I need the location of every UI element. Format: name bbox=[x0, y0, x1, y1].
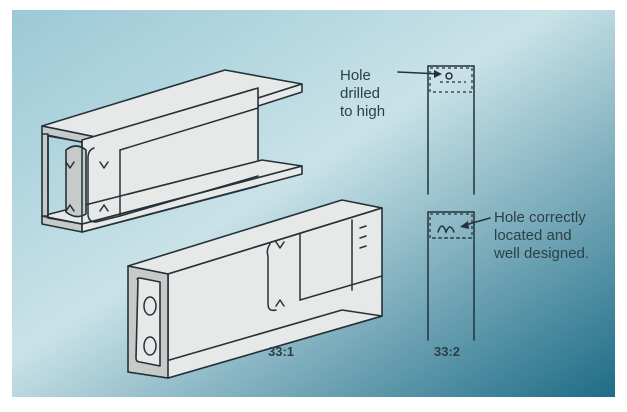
hole-upper bbox=[143, 296, 157, 316]
hole-high-marker bbox=[445, 72, 453, 80]
i-beam-illustration bbox=[41, 69, 303, 233]
hole-lower bbox=[143, 336, 157, 356]
detail-hole-correct bbox=[427, 211, 491, 341]
figure-number-2: 33:2 bbox=[434, 344, 460, 359]
label-hole-high-line2: drilled bbox=[340, 85, 380, 102]
hole-correct-marker bbox=[437, 225, 455, 235]
label-hole-correct-line2: located and bbox=[494, 227, 572, 244]
label-hole-high-line1: Hole bbox=[340, 67, 371, 84]
channel-beam-illustration bbox=[127, 199, 383, 379]
figure-number-1: 33:1 bbox=[268, 344, 294, 359]
label-hole-correct-line3: well designed. bbox=[493, 245, 589, 262]
label-hole-high-line3: to high bbox=[340, 103, 385, 120]
detail-hole-too-high bbox=[397, 65, 475, 195]
label-hole-correct-line1: Hole correctly bbox=[494, 209, 586, 226]
